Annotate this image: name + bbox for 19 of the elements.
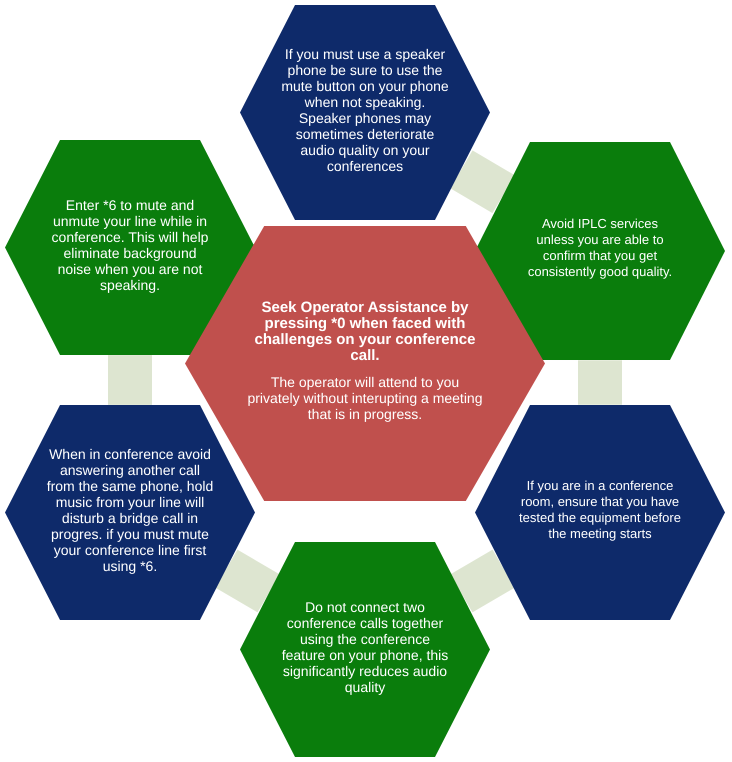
tip-text: Avoid IPLC services unless you are able to confirm that you get consistently good quality.	[526, 216, 674, 280]
heading-text: Seek Operator Assistance by pressing *0 when faced with challenges on your conference call.	[254, 300, 476, 364]
hexagon-node	[240, 5, 490, 220]
connector-band	[108, 355, 152, 405]
hexagon-node	[5, 140, 255, 355]
tip-text: Enter *6 to mute and unmute your line while in conference. This will help eliminate background noise when you are not speaking.	[50, 196, 210, 292]
tip-text: When in conference avoid answering another call from the same phone, hold music from your line will disturb a bridge call in progres. if you must mute your conference line first using *6.	[46, 446, 214, 574]
tip-text: Do not connect two conference calls together using the conference feature on your phone, this significantly reduces audio quality	[280, 598, 450, 694]
connector-band	[578, 360, 622, 405]
hexagon-node	[475, 405, 725, 620]
tip-text: The operator will attend to you privately without interupting a meeting that is in progress.	[246, 374, 484, 422]
tip-text: If you are in a conference room, ensure that you have tested the equipment before the meeting starts	[518, 478, 682, 542]
tip-text: If you must use a speaker phone be sure to use the mute button on your phone when not speaking. Speaker phones may sometimes deteriorate audio quality on your conferences	[280, 46, 450, 174]
hexagon-node	[475, 142, 725, 360]
hexagon-node	[240, 542, 490, 757]
connector-band	[450, 550, 515, 612]
hexagon-node	[5, 405, 255, 620]
connector-band	[450, 150, 515, 214]
connector-band	[215, 550, 280, 612]
